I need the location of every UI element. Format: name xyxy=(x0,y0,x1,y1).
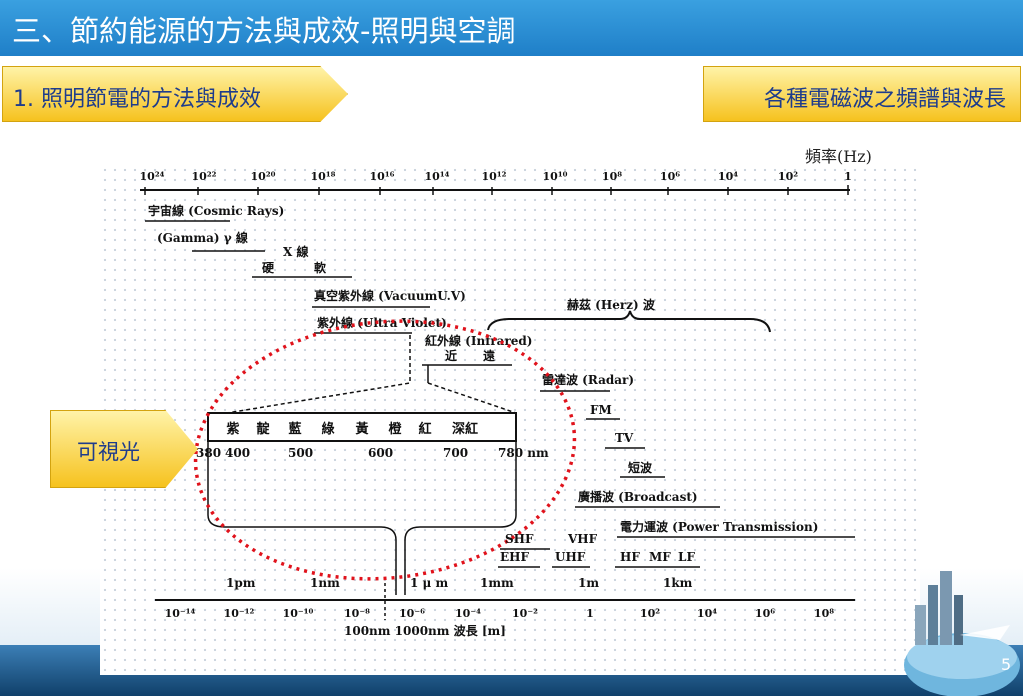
radio-shf: SHF xyxy=(505,532,534,546)
color-green: 綠 xyxy=(321,421,335,437)
freq-tick-2: 10²⁰ xyxy=(251,170,276,183)
visible-light-box xyxy=(207,412,517,442)
wl-tick-5: 10⁻⁴ xyxy=(455,607,481,620)
len-1km: 1km xyxy=(663,576,693,590)
band-cosmic: 宇宙線 (Cosmic Rays) xyxy=(148,203,284,218)
band-uv: 紫外線 (Ultra Violet) xyxy=(317,315,447,330)
wl-tick-3: 10⁻⁸ xyxy=(344,607,370,620)
wl-tick-8: 10² xyxy=(640,607,660,620)
band-broadcast: 廣播波 (Broadcast) xyxy=(578,489,698,504)
freq-tick-5: 10¹⁴ xyxy=(425,170,450,183)
diagram-title-tag: 各種電磁波之頻譜與波長 xyxy=(703,66,1021,122)
spectrum-diagram: 10²⁴ 10²² 10²⁰ 10¹⁸ 10¹⁶ 10¹⁴ 10¹² 10¹⁰ … xyxy=(100,165,920,675)
title-bar: 三、節約能源的方法與成效-照明與空調 xyxy=(0,0,1023,56)
band-soft: 軟 xyxy=(314,260,327,275)
len-1nm: 1nm xyxy=(310,576,340,590)
wl-tick-1: 10⁻¹² xyxy=(224,607,255,620)
band-fm: FM xyxy=(590,403,612,417)
freq-tick-8: 10⁸ xyxy=(602,170,622,183)
visible-light-highlight xyxy=(193,319,577,581)
freq-tick-10: 10⁴ xyxy=(718,170,738,183)
nm-400: 400 xyxy=(225,446,250,460)
freq-tick-4: 10¹⁶ xyxy=(370,170,395,183)
wl-tick-11: 10⁸ xyxy=(814,607,834,620)
radio-lf: LF xyxy=(678,550,695,564)
band-infrared: 紅外線 (Infrared) xyxy=(425,333,532,348)
visible-light-tag: 可視光 xyxy=(50,410,198,488)
len-1um: 1 μ m xyxy=(410,576,448,590)
band-near: 近 xyxy=(445,348,457,363)
freq-tick-1: 10²² xyxy=(192,170,217,183)
spectrum-svg: 10²⁴ 10²² 10²⁰ 10¹⁸ 10¹⁶ 10¹⁴ 10¹² 10¹⁰ … xyxy=(140,170,855,638)
radio-vhf: VHF xyxy=(567,532,598,546)
page-number: 5 xyxy=(1001,655,1012,674)
wl-tick-2: 10⁻¹⁰ xyxy=(283,607,314,620)
wl-tick-4: 10⁻⁶ xyxy=(399,607,425,620)
band-radar: 雷達波 (Radar) xyxy=(542,372,634,387)
wl-tick-7: 1 xyxy=(586,607,594,620)
radio-uhf: UHF xyxy=(555,550,586,564)
band-hard: 硬 xyxy=(262,261,275,275)
diagram-title-label: 各種電磁波之頻譜與波長 xyxy=(763,87,1006,112)
len-1mm: 1mm xyxy=(480,576,514,590)
freq-tick-11: 10² xyxy=(778,170,798,183)
nm-500: 500 xyxy=(288,446,313,460)
color-yellow: 黃 xyxy=(354,421,368,437)
band-xray: X 線 xyxy=(283,244,309,259)
freq-tick-6: 10¹² xyxy=(482,170,507,183)
color-violet: 紫 xyxy=(226,421,239,437)
wl-tick-10: 10⁶ xyxy=(755,607,775,620)
wl-tick-6: 10⁻² xyxy=(512,607,538,620)
color-orange: 橙 xyxy=(388,421,402,437)
color-red: 紅 xyxy=(418,421,431,437)
radio-hf: HF xyxy=(620,550,640,564)
nm-600: 600 xyxy=(368,446,393,460)
section-tag: 1. 照明節電的方法與成效 xyxy=(2,66,348,122)
freq-tick-12: 1 xyxy=(844,170,852,183)
band-far: 遠 xyxy=(483,348,495,363)
band-power: 電力運波 (Power Transmission) xyxy=(620,519,818,534)
color-indigo: 靛 xyxy=(256,421,270,437)
len-1m: 1m xyxy=(578,576,599,590)
wl-tick-9: 10⁴ xyxy=(697,607,717,620)
freq-tick-3: 10¹⁸ xyxy=(311,170,336,183)
radio-ehf: EHF xyxy=(500,550,529,564)
wl-tick-0: 10⁻¹⁴ xyxy=(165,607,196,620)
section-tag-label: 1. 照明節電的方法與成效 xyxy=(13,87,261,112)
freq-tick-9: 10⁶ xyxy=(660,170,680,183)
band-tv: TV xyxy=(615,431,634,445)
city-globe-decoration xyxy=(904,571,1020,696)
wavelength-caption: 100nm 1000nm 波長 [m] xyxy=(344,623,506,638)
frequency-unit-label: 頻率(Hz) xyxy=(805,147,872,166)
freq-tick-7: 10¹⁰ xyxy=(543,170,568,183)
slide-title: 三、節約能源的方法與成效-照明與空調 xyxy=(12,14,516,48)
band-vacuum-uv: 真空紫外線 (VacuumU.V) xyxy=(314,288,466,303)
len-1pm: 1pm xyxy=(226,576,256,590)
nm-700: 700 xyxy=(443,446,468,460)
radio-mf: MF xyxy=(649,550,671,564)
hertz-brace xyxy=(487,310,771,333)
visible-light-label: 可視光 xyxy=(77,440,140,464)
band-hertz: 赫茲 (Herz) 波 xyxy=(567,297,656,312)
color-blue: 藍 xyxy=(288,421,301,437)
color-deep-red: 深紅 xyxy=(452,421,478,437)
freq-tick-0: 10²⁴ xyxy=(140,170,165,183)
band-gamma: (Gamma) γ 線 xyxy=(157,230,248,245)
band-shortwave: 短波 xyxy=(628,460,653,475)
nm-780: 780 nm xyxy=(498,446,549,460)
